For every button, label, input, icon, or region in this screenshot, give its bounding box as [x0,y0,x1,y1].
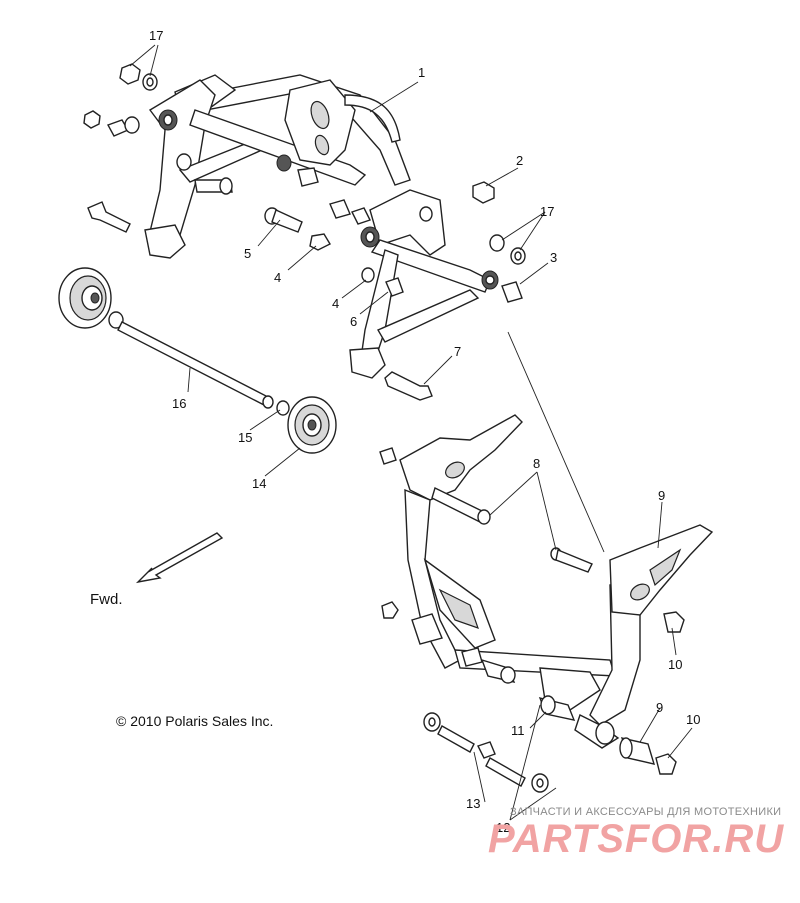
callout-5: 5 [244,246,251,261]
callout-labels: 1 17 2 17 3 5 4 4 6 7 16 15 14 8 9 10 9 … [149,28,700,835]
callout-10b: 10 [686,712,700,727]
callout-3: 3 [550,250,557,265]
callout-9a: 9 [658,488,665,503]
callout-4b: 4 [332,296,339,311]
bolt-7-icon [384,371,433,401]
callout-10a: 10 [668,657,682,672]
callout-14: 14 [252,476,266,491]
bushing-4a-icon [309,233,331,251]
spacer-left-icon [411,613,443,645]
forward-label: Fwd. [90,591,123,608]
watermark: ЗАПЧАСТИ И АКСЕССУАРЫ ДЛЯ МОТОТЕХНИКИ PA… [488,806,784,861]
callout-6: 6 [350,314,357,329]
watermark-logo: PARTSFOR.RU [488,817,784,861]
callout-4a: 4 [274,270,281,285]
bolt-13-icon [437,725,475,753]
callout-11: 11 [511,723,525,738]
torque-arm-assembly [144,74,499,379]
idler-wheel-assembly [58,267,337,454]
lower-hardware [379,447,685,793]
forward-arrow-icon [135,532,224,584]
leader-lines [129,44,693,821]
copyright-notice: © 2010 Polaris Sales Inc. [116,713,273,729]
bushing-6-icon [385,277,404,297]
nut-10b-icon [655,753,677,775]
callout-1: 1 [418,65,425,80]
washer-15-icon [276,400,290,416]
bolt-icon [87,201,131,233]
callout-16: 16 [172,396,186,411]
nut-2-icon [472,181,495,204]
nut-17a-icon [119,63,141,85]
front-arm-assembly [399,414,714,749]
callout-2: 2 [516,153,523,168]
bushing-3-icon [501,281,523,303]
washer-4b-icon [361,267,375,283]
callout-17a: 17 [149,28,163,43]
callout-7: 7 [454,344,461,359]
callout-12: 12 [496,820,510,835]
callout-8: 8 [533,456,540,471]
washer-17b-icon [489,234,505,252]
callout-15: 15 [238,430,252,445]
nut-10a-icon [663,611,685,633]
callout-13: 13 [466,796,480,811]
pin-8-icon [431,487,485,523]
callout-17b: 17 [540,204,554,219]
axle-16-icon [117,321,271,407]
watermark-tagline: ЗАПЧАСТИ И АКСЕССУАРЫ ДЛЯ МОТОТЕХНИКИ [510,806,781,818]
callout-9b: 9 [656,700,663,715]
upper-hardware [83,63,526,401]
